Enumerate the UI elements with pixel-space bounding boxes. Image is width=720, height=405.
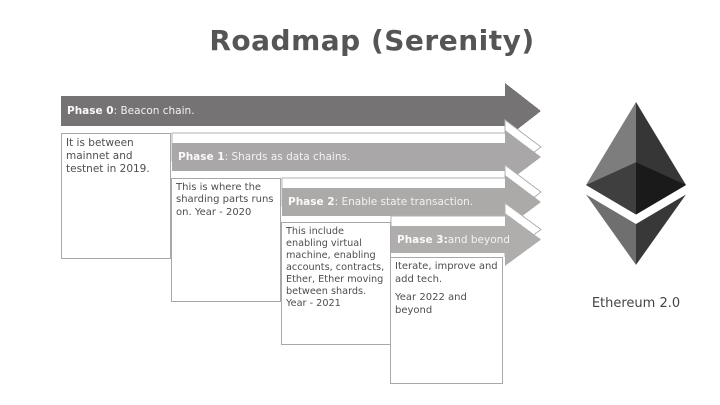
- eth-facet-mid-left: [586, 162, 636, 215]
- page-title: Roadmap (Serenity): [209, 24, 535, 57]
- phase-0-label-bold: Phase 0: [67, 105, 114, 117]
- phase-0-arrow-shape: [61, 83, 541, 139]
- ethereum-logo-icon: [586, 102, 686, 265]
- phase-1-arrow-shape: [172, 130, 541, 184]
- phase-3-label: Phase 3: and beyond: [391, 226, 510, 253]
- phase-3-note-2: Year 2022 and beyond: [395, 292, 467, 316]
- ethereum-caption: Ethereum 2.0: [591, 296, 681, 311]
- phase-1-label-bold: Phase 1: [178, 151, 225, 163]
- phase-2-label: Phase 2: Enable state transaction.: [282, 188, 473, 216]
- eth-facet-mid-right: [635, 162, 686, 215]
- phase-1-label-rest: : Shards as data chains.: [224, 151, 351, 163]
- phase-1-label: Phase 1: Shards as data chains.: [172, 143, 350, 171]
- phase-0-label: Phase 0: Beacon chain.: [61, 96, 195, 126]
- phase-2-label-bold: Phase 2: [288, 196, 335, 208]
- phase-2-note-box: This include enabling virtual machine, e…: [281, 222, 391, 345]
- phase-2-label-rest: : Enable state transaction.: [334, 196, 474, 208]
- phase-3-label-bold: Phase 3:: [397, 233, 448, 246]
- phase-2-note: This include enabling virtual machine, e…: [286, 226, 385, 309]
- phase-1-note: This is where the sharding parts runs on…: [176, 182, 274, 218]
- eth-facet-bottom-left: [586, 194, 636, 265]
- phase-3-arrow-shape: [391, 213, 541, 266]
- phase-1-note-box: This is where the sharding parts runs on…: [171, 178, 281, 302]
- phase-0-note-box: It is between mainnet and testnet in 201…: [61, 133, 171, 259]
- phase-0-label-rest: : Beacon chain.: [113, 105, 195, 117]
- phase-3-note-1: Iterate, improve and add tech.: [395, 261, 498, 285]
- phase-3-label-rest: and beyond: [447, 233, 510, 246]
- eth-facet-bottom-right: [635, 194, 686, 265]
- phase-3-note-box: Iterate, improve and add tech. Year 2022…: [390, 257, 503, 384]
- phase-0-note: It is between mainnet and testnet in 201…: [66, 137, 150, 175]
